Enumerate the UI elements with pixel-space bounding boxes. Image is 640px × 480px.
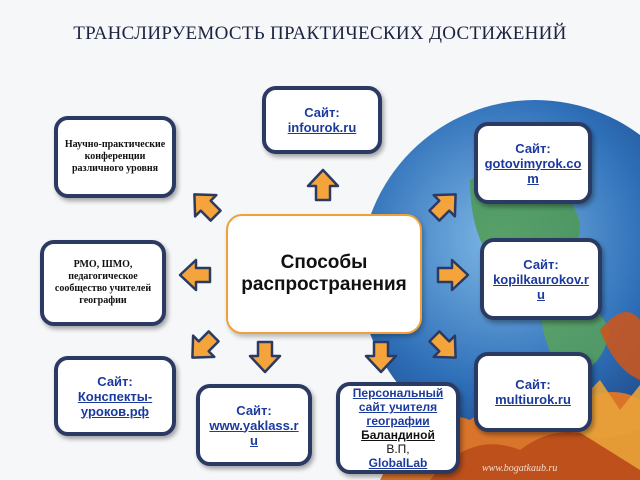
arrow-left-icon: [178, 258, 212, 292]
gotovimyrok-box[interactable]: Сайт: gotovimyrok.com: [474, 122, 592, 204]
konspekty-link[interactable]: Конспекты-уроков.рф: [77, 388, 153, 419]
page-title: ТРАНСЛИРУЕМОСТЬ ПРАКТИЧЕСКИХ ДОСТИЖЕНИЙ: [73, 23, 567, 44]
yaklass-box[interactable]: Сайт: www.yaklass.ru: [196, 384, 312, 466]
personal-site-link[interactable]: Персональный сайт учителя географии: [352, 386, 444, 428]
konspekty-box[interactable]: Сайт: Конспекты-уроков.рф: [54, 356, 176, 436]
infourok-box[interactable]: Сайт: infourok.ru: [262, 86, 382, 154]
conferences-box: Научно-практические конференции различно…: [54, 116, 176, 198]
infourok-link[interactable]: infourok.ru: [287, 120, 357, 135]
konspekty-label: Сайт:: [97, 373, 133, 389]
watermark: www.bogatkaub.ru: [482, 463, 558, 474]
rmo-text: РМО, ШМО, педагогическое сообщество учит…: [54, 259, 152, 306]
personal-site-author: Баландиной: [361, 428, 435, 442]
globallab-link[interactable]: GlobalLab: [368, 456, 428, 470]
arrow-down-left-icon: [191, 330, 220, 359]
multiurok-link[interactable]: multiurok.ru: [495, 392, 571, 407]
multiurok-box[interactable]: Сайт: multiurok.ru: [474, 352, 592, 432]
rmo-box: РМО, ШМО, педагогическое сообщество учит…: [40, 240, 166, 326]
center-node: Способы распространения: [226, 214, 422, 334]
yaklass-label: Сайт:: [236, 402, 272, 418]
arrow-right-icon: [436, 258, 470, 292]
kopilkaurokov-link[interactable]: kopilkaurokov.ru: [493, 271, 589, 302]
arrow-down-icon: [364, 340, 398, 374]
arrow-up-left-icon: [193, 193, 222, 222]
arrow-down-right-icon: [428, 330, 457, 359]
gotovimyrok-link[interactable]: gotovimyrok.com: [484, 155, 582, 186]
conferences-text: Научно-практические конференции различно…: [64, 139, 166, 174]
center-label: Способы распространения: [241, 252, 407, 295]
arrow-up-icon: [306, 168, 340, 202]
infourok-label: Сайт:: [304, 105, 340, 120]
gotovimyrok-label: Сайт:: [515, 140, 551, 156]
kopilkaurokov-box[interactable]: Сайт: kopilkaurokov.ru: [480, 238, 602, 320]
arrow-down-icon: [248, 340, 282, 374]
arrow-up-right-icon: [428, 193, 457, 222]
personal-site-box[interactable]: Персональный сайт учителя географии Бала…: [336, 382, 460, 474]
personal-site-initials: В.П,: [386, 442, 410, 456]
kopilkaurokov-label: Сайт:: [523, 256, 559, 272]
yaklass-link[interactable]: www.yaklass.ru: [209, 417, 299, 448]
multiurok-label: Сайт:: [515, 377, 551, 392]
